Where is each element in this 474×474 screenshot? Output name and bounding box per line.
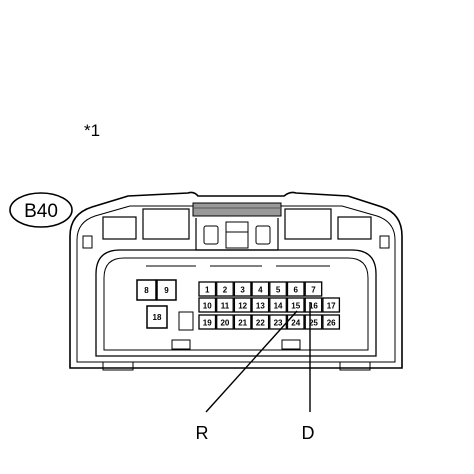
pin-number: 16 [309, 302, 318, 311]
callout-r-label: R [196, 423, 209, 443]
pin-number: 20 [220, 319, 229, 328]
pin-cell [251, 297, 270, 313]
pin-number: 15 [291, 302, 300, 311]
small-pin-block: 8 9 18 [136, 279, 177, 329]
pin-number: 5 [276, 286, 281, 295]
leader-line-r [205, 310, 298, 413]
pin-cell [322, 297, 341, 313]
pin-cell [251, 314, 270, 330]
pin-cell [136, 279, 157, 301]
pin-number: 22 [256, 319, 265, 328]
connector-housing [69, 191, 403, 371]
pin-number: 13 [256, 302, 265, 311]
pin-cell [233, 314, 252, 330]
connector-id-bubble: B40 [9, 192, 73, 228]
pin-number: 18 [153, 313, 162, 322]
pin-cell [198, 281, 217, 297]
pin-cell [156, 279, 177, 301]
pin-number: 4 [258, 286, 263, 295]
pin-cell [146, 305, 168, 329]
pin-cell [233, 281, 252, 297]
pin-number: 10 [203, 302, 212, 311]
pin-number: 2 [223, 286, 228, 295]
pin-number: 11 [221, 302, 230, 311]
pin-number: 3 [240, 286, 245, 295]
pin-number: 14 [274, 302, 283, 311]
pin-number: 1 [205, 286, 210, 295]
pin-number: 8 [144, 286, 149, 295]
pin-cell [286, 281, 305, 297]
callout-d-label: D [302, 423, 315, 443]
pin-cell [304, 281, 323, 297]
pin-cell [322, 314, 341, 330]
pin-number: 24 [291, 319, 300, 328]
pin-cell [269, 297, 287, 313]
pin-cell [216, 297, 234, 313]
pin-number: 25 [309, 319, 318, 328]
pin-number: 9 [164, 286, 169, 295]
pin-cell [216, 281, 234, 297]
pin-number: 23 [274, 319, 283, 328]
pin-number: 6 [294, 286, 299, 295]
pin-cell [304, 297, 323, 313]
pin-cell [233, 297, 252, 313]
pin-number: 26 [327, 319, 336, 328]
pin-number: 19 [203, 319, 212, 328]
connector-id-label: B40 [24, 201, 58, 222]
pin-cell [198, 314, 217, 330]
pin-cell [269, 281, 287, 297]
pin-number: 17 [327, 302, 336, 311]
pin-number: 7 [311, 286, 316, 295]
pin-cell [251, 281, 270, 297]
note-marker: *1 [84, 121, 100, 140]
pin-number: 12 [238, 302, 247, 311]
pin-cell [304, 314, 323, 330]
pin-number: 21 [238, 319, 247, 328]
pin-cell [216, 314, 234, 330]
pin-cell [198, 297, 217, 313]
